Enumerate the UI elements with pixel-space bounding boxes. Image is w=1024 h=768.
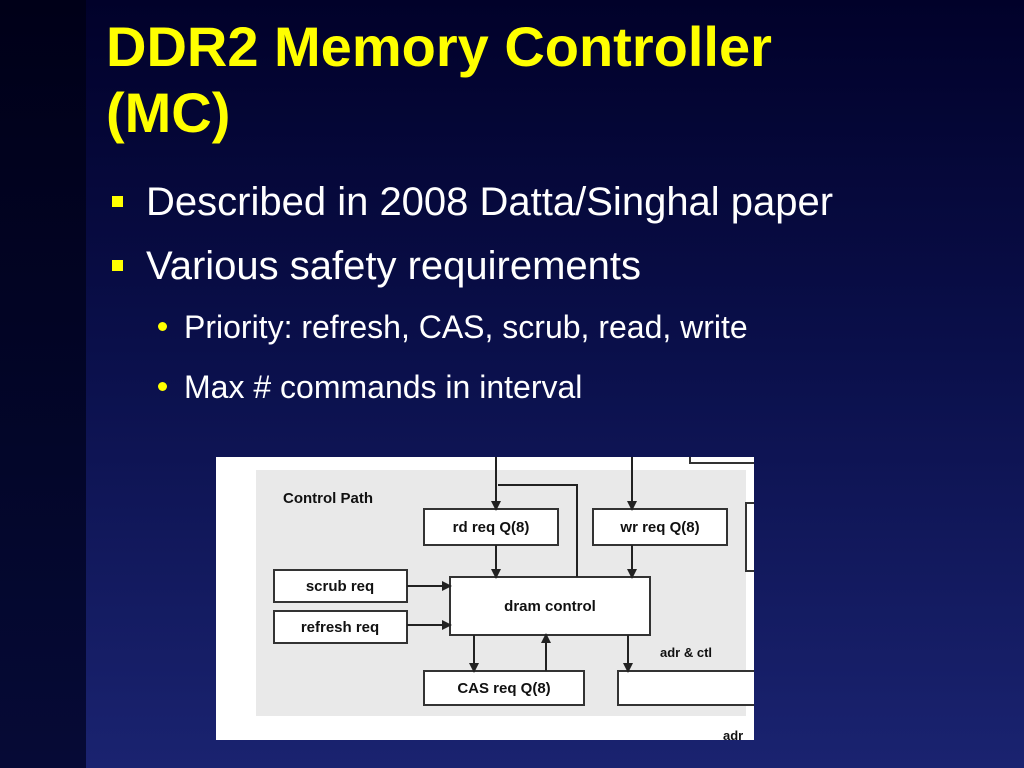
title-line-2: (MC) xyxy=(106,81,231,144)
square-bullet-icon xyxy=(112,260,123,271)
sub-bullet-text: Max # commands in interval xyxy=(184,369,583,405)
rd-req-box xyxy=(423,508,559,546)
top-right-block xyxy=(689,457,754,464)
bullet-item: Described in 2008 Datta/Singhal paper xyxy=(106,178,1006,226)
adr-ctl-label: adr & ctl xyxy=(660,645,712,660)
wr-req-box xyxy=(592,508,728,546)
adr-output-box xyxy=(617,670,754,706)
bullet-list: Described in 2008 Datta/Singhal paper Va… xyxy=(106,178,1006,426)
sub-bullet-item: Priority: refresh, CAS, scrub, read, wri… xyxy=(106,306,1006,348)
scrub-req-box xyxy=(273,569,408,603)
square-bullet-icon xyxy=(112,196,123,207)
control-path-label: Control Path xyxy=(283,490,373,507)
wr-req-label: wr req Q(8) xyxy=(619,519,699,536)
cas-req-label: CAS req Q(8) xyxy=(457,680,550,697)
round-bullet-icon xyxy=(158,382,167,391)
dram-control-label: dram control xyxy=(504,598,596,615)
sub-bullet-item: Max # commands in interval xyxy=(106,366,1006,408)
adr-bottom-label: adr xyxy=(723,728,743,740)
refresh-req-box xyxy=(273,610,408,644)
left-dark-band xyxy=(0,0,86,768)
bullet-text: Described in 2008 Datta/Singhal paper xyxy=(146,180,834,224)
bullet-item: Various safety requirements xyxy=(106,242,1006,290)
control-path-diagram: Control Path rd req Q(8) wr req Q(8) scr… xyxy=(216,457,754,740)
feedback-line xyxy=(498,484,578,577)
sub-bullet-text: Priority: refresh, CAS, scrub, read, wri… xyxy=(184,309,748,345)
round-bullet-icon xyxy=(158,322,167,331)
slide-title: DDR2 Memory Controller (MC) xyxy=(106,14,986,146)
refresh-req-label: refresh req xyxy=(301,619,379,636)
bullet-text: Various safety requirements xyxy=(146,244,642,288)
cas-req-box xyxy=(423,670,585,706)
scrub-req-label: scrub req xyxy=(306,578,374,595)
rd-req-label: rd req Q(8) xyxy=(453,519,530,536)
right-edge-block xyxy=(745,502,754,572)
title-line-1: DDR2 Memory Controller xyxy=(106,15,772,78)
